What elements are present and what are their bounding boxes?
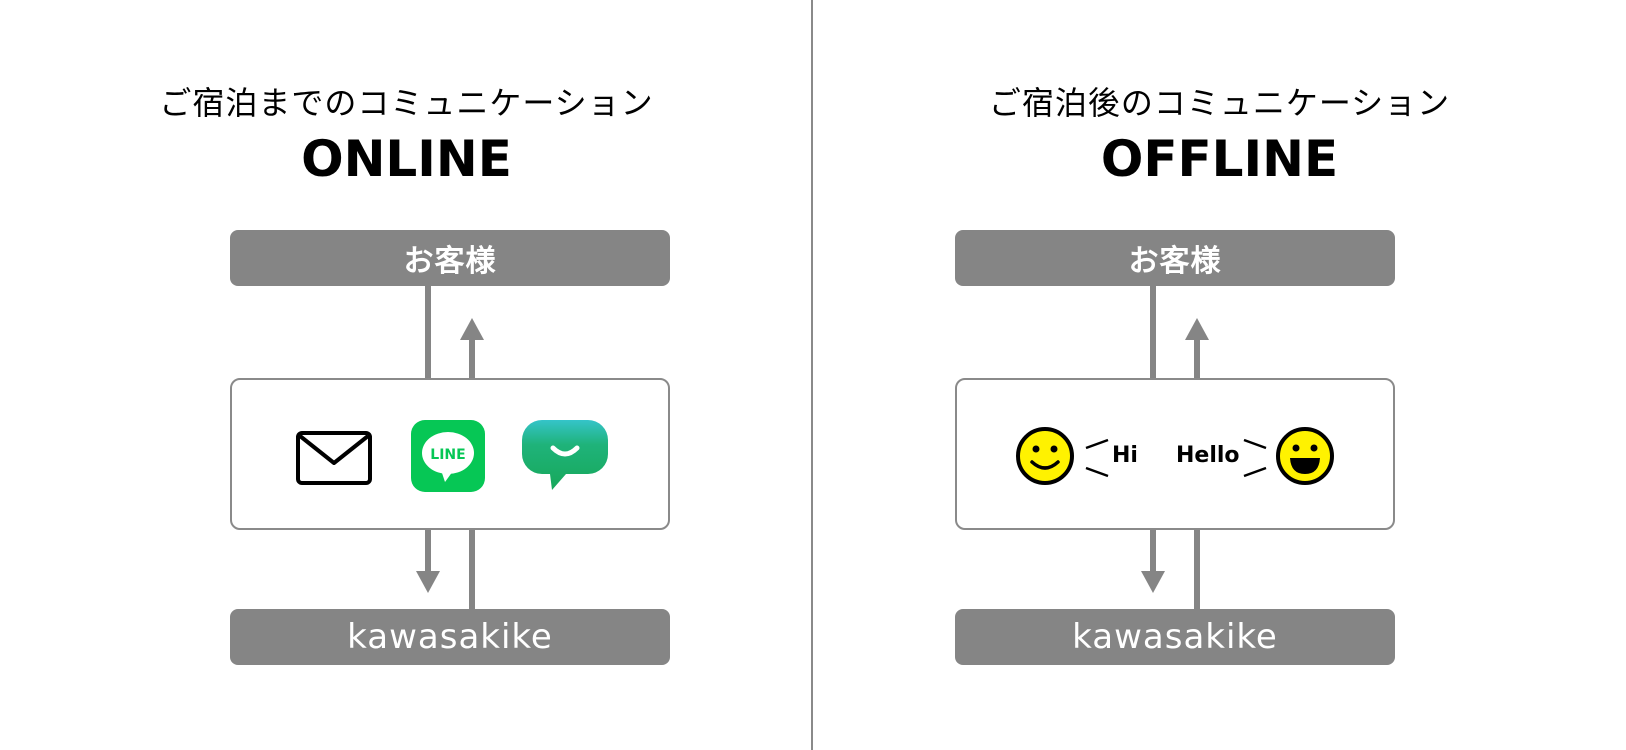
guest-box: お客様 [230, 230, 670, 286]
line-icon-label: LINE [430, 447, 465, 463]
chat-bubble-icon [522, 420, 608, 490]
envelope-icon [296, 431, 372, 485]
line-app-icon: LINE [411, 420, 485, 492]
offline-panel: ご宿泊後のコミュニケーション OFFLINE お客様 Hi Hello [813, 0, 1626, 750]
online-channels-box: LINE [230, 378, 670, 530]
grinning-face-icon [1276, 427, 1334, 485]
online-panel: ご宿泊までのコミュニケーション ONLINE お客様 LINE [159, 84, 670, 665]
speech-lines-left [1085, 438, 1109, 478]
offline-arrow-host-to-guest [1185, 318, 1209, 609]
panel-divider [811, 0, 813, 750]
speech-lines-right [1243, 438, 1267, 478]
online-arrow-host-to-guest [460, 318, 484, 609]
greeting-hello: Hello [1176, 443, 1240, 468]
smiley-face-icon [1016, 427, 1074, 485]
offline-arrow-guest-to-host [1141, 286, 1165, 593]
online-arrow-guest-to-host [416, 286, 440, 593]
host-box: kawasakike [955, 609, 1395, 665]
host-box: kawasakike [230, 609, 670, 665]
guest-box: お客様 [955, 230, 1395, 286]
offline-conversation-box: Hi Hello [955, 378, 1395, 530]
online-flow-arrows [416, 286, 484, 609]
offline-subtitle: ご宿泊後のコミュニケーション [988, 84, 1451, 122]
offline-flow-arrows [1141, 286, 1209, 609]
online-title: ONLINE [301, 130, 512, 188]
greeting-hi: Hi [1112, 443, 1138, 468]
offline-title: OFFLINE [1100, 130, 1339, 188]
online-subtitle: ご宿泊までのコミュニケーション [159, 84, 654, 122]
